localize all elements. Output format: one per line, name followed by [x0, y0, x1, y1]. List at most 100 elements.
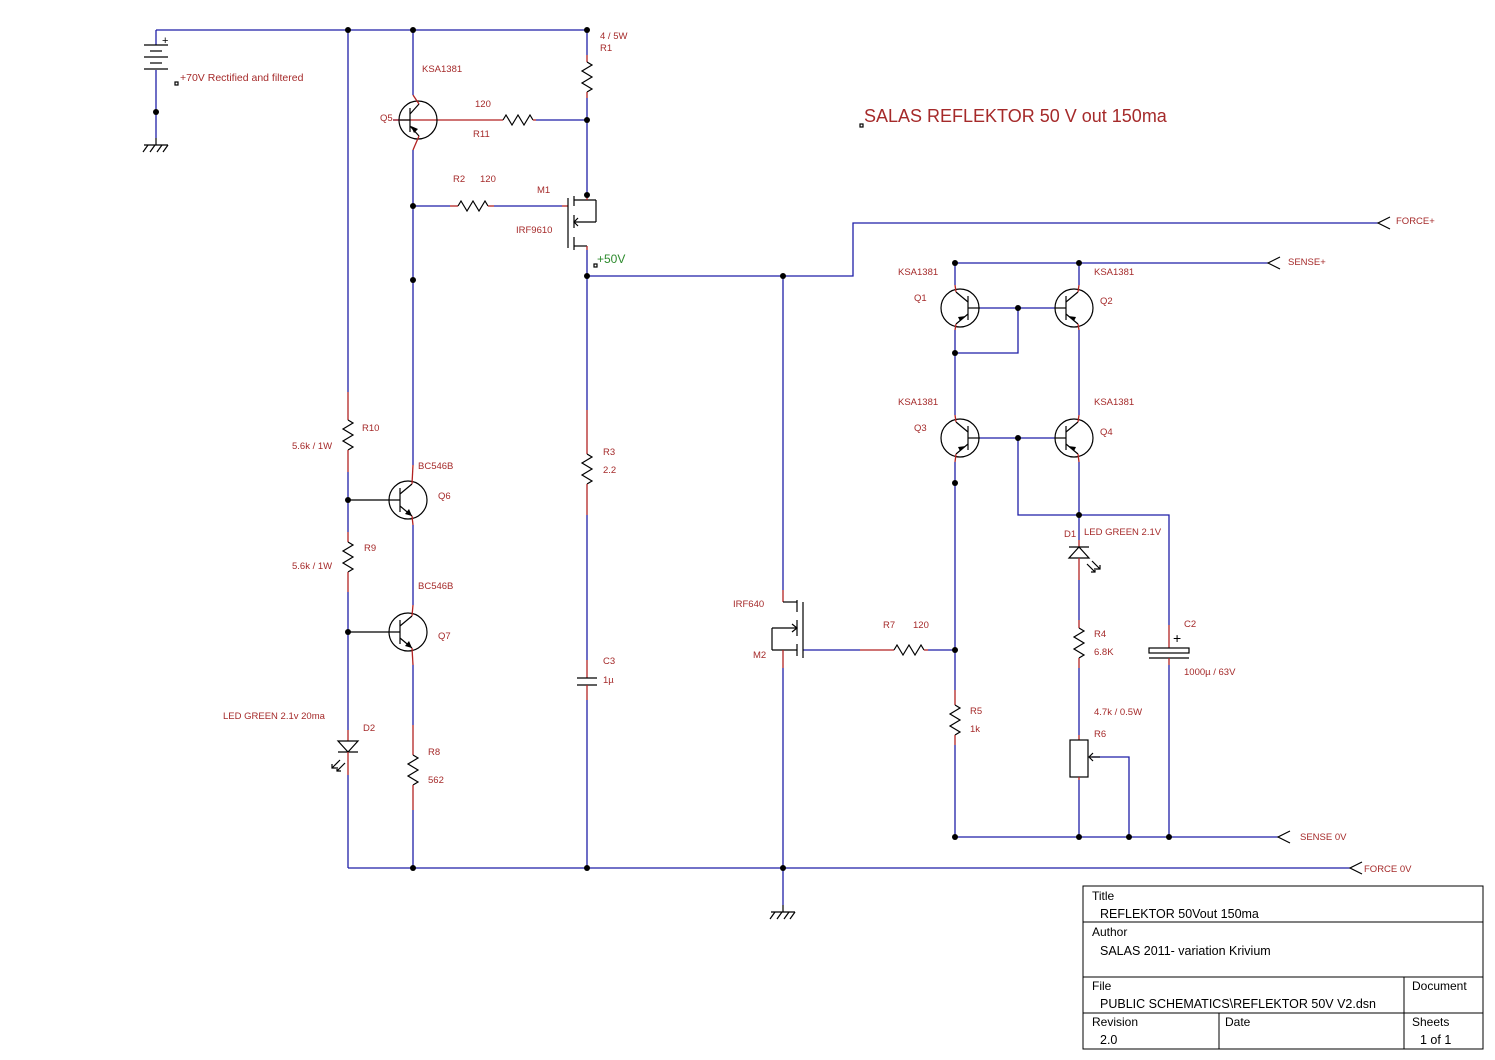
- title-block-title-label: Title: [1092, 889, 1115, 903]
- resistor-r9: [341, 532, 355, 592]
- r3-value: 2.2: [603, 465, 616, 476]
- capacitor-c3: [577, 660, 597, 700]
- title-block-title-value: REFLEKTOR 50Vout 150ma: [1100, 907, 1259, 921]
- title-block: Title REFLEKTOR 50Vout 150ma Author SALA…: [1082, 885, 1484, 1050]
- r4-ref: R4: [1094, 629, 1106, 640]
- r7-value: 120: [913, 620, 929, 631]
- q6-part: BC546B: [418, 461, 453, 472]
- resistor-r1: [580, 55, 594, 98]
- led-d1: [1067, 540, 1101, 580]
- d1-ref: D1: [1064, 529, 1076, 540]
- q1-ref: Q1: [914, 293, 927, 304]
- net-marker-icon: [593, 263, 598, 268]
- r6-ref: R6: [1094, 729, 1106, 740]
- mosfet-m2: [771, 590, 804, 668]
- transistor-q4: [1054, 414, 1094, 463]
- d2-ref: D2: [363, 723, 375, 734]
- port-label-force-plus: FORCE+: [1396, 216, 1435, 227]
- resistor-r2: [450, 199, 494, 213]
- net-marker-icon: [859, 123, 864, 128]
- title-block-revision-label: Revision: [1092, 1015, 1138, 1029]
- r10-ref: R10: [362, 423, 379, 434]
- title-block-revision-value: 2.0: [1100, 1033, 1117, 1047]
- title-block-document-label: Document: [1412, 979, 1467, 993]
- title-block-file-label: File: [1092, 979, 1112, 993]
- m1-part: IRF9610: [516, 225, 552, 236]
- potentiometer-r6: [1069, 735, 1100, 780]
- q7-ref: Q7: [438, 631, 451, 642]
- r4-value: 6.8K: [1094, 647, 1114, 658]
- resistor-r10: [341, 392, 355, 472]
- r1-value: 4 / 5W: [600, 31, 627, 42]
- q2-part: KSA1381: [1094, 267, 1134, 278]
- junction-dots: [153, 27, 1172, 871]
- capacitor-c2: +: [1148, 625, 1190, 665]
- q4-part: KSA1381: [1094, 397, 1134, 408]
- c2-value: 1000µ / 63V: [1184, 667, 1236, 678]
- schematic-title: SALAS REFLEKTOR 50 V out 150ma: [864, 106, 1168, 126]
- c3-ref: C3: [603, 656, 615, 667]
- transistor-q7: [348, 604, 428, 666]
- title-block-author-label: Author: [1092, 925, 1127, 939]
- q4-ref: Q4: [1100, 427, 1113, 438]
- d1-part: LED GREEN 2.1V: [1084, 527, 1162, 538]
- net-label-50v: +50V: [597, 252, 625, 266]
- title-block-sheets-value: 1 of 1: [1420, 1033, 1451, 1047]
- resistor-r5: [948, 690, 962, 745]
- r10-value: 5.6k / 1W: [292, 441, 332, 452]
- q3-ref: Q3: [914, 423, 927, 434]
- transistor-q5: [398, 94, 438, 151]
- port-label-sense-plus: SENSE+: [1288, 257, 1326, 268]
- q7-part: BC546B: [418, 581, 453, 592]
- mosfet-m1: [562, 195, 597, 250]
- transistor-q6: [348, 464, 428, 526]
- ground-icon: [769, 905, 796, 920]
- q6-ref: Q6: [438, 491, 451, 502]
- resistor-r3: [580, 410, 594, 515]
- resistor-r11: [393, 113, 536, 127]
- m2-ref: M2: [753, 650, 766, 661]
- c2-ref: C2: [1184, 619, 1196, 630]
- r2-ref: R2: [453, 174, 465, 185]
- battery-symbol: +: [144, 35, 168, 70]
- r6-value: 4.7k / 0.5W: [1094, 707, 1142, 718]
- svg-text:+: +: [162, 35, 168, 47]
- r5-ref: R5: [970, 706, 982, 717]
- resistor-r7: [860, 643, 928, 657]
- svg-text:+: +: [1173, 630, 1181, 646]
- r7-ref: R7: [883, 620, 895, 631]
- q3-part: KSA1381: [898, 397, 938, 408]
- resistor-r8: [406, 725, 420, 810]
- m2-part: IRF640: [733, 599, 764, 610]
- d2-part: LED GREEN 2.1v 20ma: [223, 711, 326, 722]
- c3-value: 1µ: [603, 675, 614, 686]
- r1-ref: R1: [600, 43, 612, 54]
- m1-ref: M1: [537, 185, 550, 196]
- transistor-q3: [940, 414, 980, 463]
- q2-ref: Q2: [1100, 296, 1113, 307]
- port-sense-plus: [1266, 256, 1281, 270]
- title-block-date-label: Date: [1225, 1015, 1251, 1029]
- q5-ref: Q5: [380, 113, 393, 124]
- net-marker-icon: [174, 81, 179, 86]
- led-d2: [331, 730, 360, 775]
- port-force-0v: [1348, 861, 1363, 875]
- wires: [155, 29, 1378, 905]
- resistor-r4: [1072, 620, 1086, 668]
- title-block-file-value: PUBLIC SCHEMATICS\REFLEKTOR 50V V2.dsn: [1100, 997, 1376, 1011]
- r2-value: 120: [480, 174, 496, 185]
- r11-ref: R11: [473, 129, 490, 140]
- title-block-sheets-label: Sheets: [1412, 1015, 1449, 1029]
- transistor-q1: [940, 284, 980, 331]
- r8-value: 562: [428, 775, 444, 786]
- port-label-sense-0v: SENSE 0V: [1300, 832, 1347, 843]
- ground-icon: [142, 138, 169, 153]
- port-label-force-0v: FORCE 0V: [1364, 864, 1412, 875]
- supply-label: +70V Rectified and filtered: [180, 72, 304, 84]
- r11-value: 120: [475, 99, 491, 110]
- r8-ref: R8: [428, 747, 440, 758]
- r9-value: 5.6k / 1W: [292, 561, 332, 572]
- title-block-author-value: SALAS 2011- variation Krivium: [1100, 944, 1271, 958]
- q1-part: KSA1381: [898, 267, 938, 278]
